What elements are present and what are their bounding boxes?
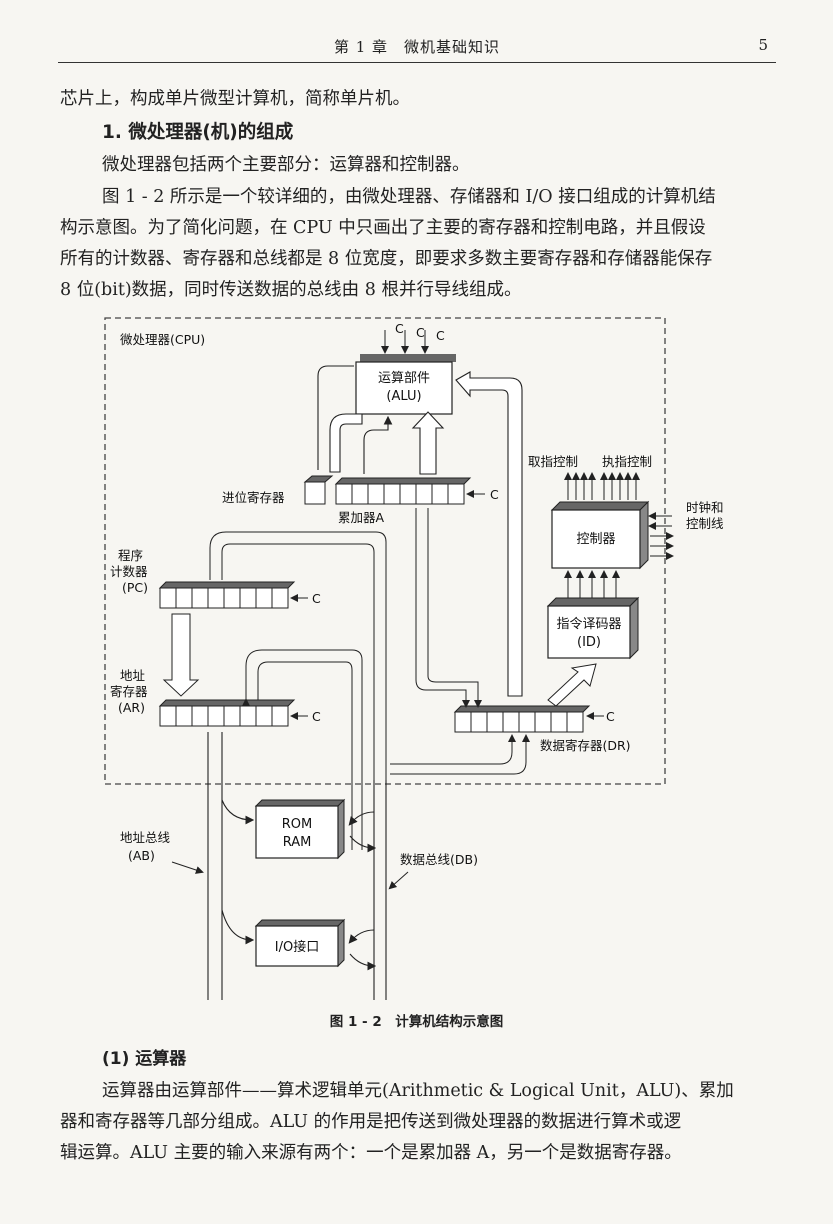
program-counter-register [158,581,308,609]
accumulator-label: 累加器A [338,510,385,525]
alu-block: 运算部件 (ALU) [355,354,456,415]
subsection-heading: (1) 运算器 [102,1049,187,1069]
alu-control-inputs [381,330,429,354]
clock-label: 控制线 [686,516,724,531]
ar-label: 地址 [120,668,146,683]
paragraph-line: 图 1 - 2 所示是一个较详细的，由微处理器、存储器和 I/O 接口组成的计算… [102,187,716,207]
decoder-label-abbr: (ID) [577,635,601,650]
paragraph-line: 8 位(bit)数据，同时传送数据的总线由 8 根并行导线组成。 [60,280,522,300]
dr-label: 数据寄存器(DR) [540,738,631,753]
fetch-control-lines [564,472,596,500]
control-c-label: C [490,487,499,502]
io-interface-block: I/O接口 [254,918,346,968]
control-c-label: C [312,709,321,724]
clock-control-lines [648,512,674,560]
control-c-label: C [606,709,615,724]
pc-to-ar-arrow [162,613,200,697]
alu-accumulator-paths [317,365,523,697]
accumulator-register [334,477,485,505]
exec-control-lines [600,472,640,500]
control-c-label: C [416,325,425,340]
ar-label-abbr: (AR) [118,700,145,715]
internal-bus-paths [209,508,530,850]
address-bus [207,732,255,1000]
paragraph-line: 器和寄存器等几部分组成。ALU 的作用是把传送到微处理器的数据进行算术或逻 [60,1112,682,1132]
exec-control-label: 执指控制 [602,454,652,469]
ram-label: RAM [283,835,312,850]
instruction-decoder-block: 指令译码器 (ID) [546,596,640,660]
io-label: I/O接口 [275,939,319,955]
control-c-label: C [312,591,321,606]
cpu-label: 微处理器(CPU) [120,332,205,347]
dr-to-decoder-arrow [547,663,597,707]
figure-caption: 图 1 - 2 计算机结构示意图 [329,1014,504,1030]
paragraph-line: 运算器由运算部件——算术逻辑单元(Arithmetic & Logical Un… [102,1081,734,1101]
paragraph-line: 微处理器包括两个主要部分：运算器和控制器。 [102,155,470,175]
pc-label-abbr: (PC) [122,580,148,595]
paragraph-line: 所有的计数器、寄存器和总线都是 8 位宽度，即要求多数主要寄存器和存储器能保存 [60,249,713,269]
rom-label: ROM [282,817,312,832]
address-bus-label-abbr: (AB) [128,848,155,863]
controller-label: 控制器 [576,532,615,547]
pc-label: 程序 [118,548,143,563]
data-bus-label: 数据总线(DB) [400,852,478,867]
address-register [158,699,308,727]
control-c-label: C [436,328,445,343]
pc-label: 计数器 [110,564,148,579]
controller-block: 控制器 [550,500,650,570]
control-c-label: C [395,321,404,336]
paragraph-line: 芯片上，构成单片微型计算机，简称单片机。 [60,89,410,109]
address-bus-label: 地址总线 [120,830,171,845]
data-bus [348,780,387,1000]
decoder-label: 指令译码器 [556,617,621,632]
paragraph-line: 辑运算。ALU 主要的输入来源有两个：一个是累加器 A，另一个是数据寄存器。 [60,1143,682,1163]
clock-label: 时钟和 [686,500,724,515]
paragraph-line: 构示意图。为了简化问题，在 CPU 中只画出了主要的寄存器和控制电路，并且假设 [60,218,706,238]
page-number: 5 [758,36,768,54]
alu-label-abbr: (ALU) [386,389,421,404]
cpu-boundary [104,317,666,785]
ar-label: 寄存器 [110,684,148,699]
carry-register [303,475,334,505]
carry-register-label: 进位寄存器 [222,490,285,505]
chapter-title: 第 1 章 微机基础知识 [333,38,501,56]
section-heading: 1. 微处理器(机)的组成 [102,122,294,143]
data-register [453,705,604,733]
alu-label: 运算部件 [378,371,430,386]
page-header: 第 1 章 微机基础知识 5 [58,28,776,63]
fetch-control-label: 取指控制 [528,454,578,469]
memory-block: ROM RAM [254,798,346,860]
